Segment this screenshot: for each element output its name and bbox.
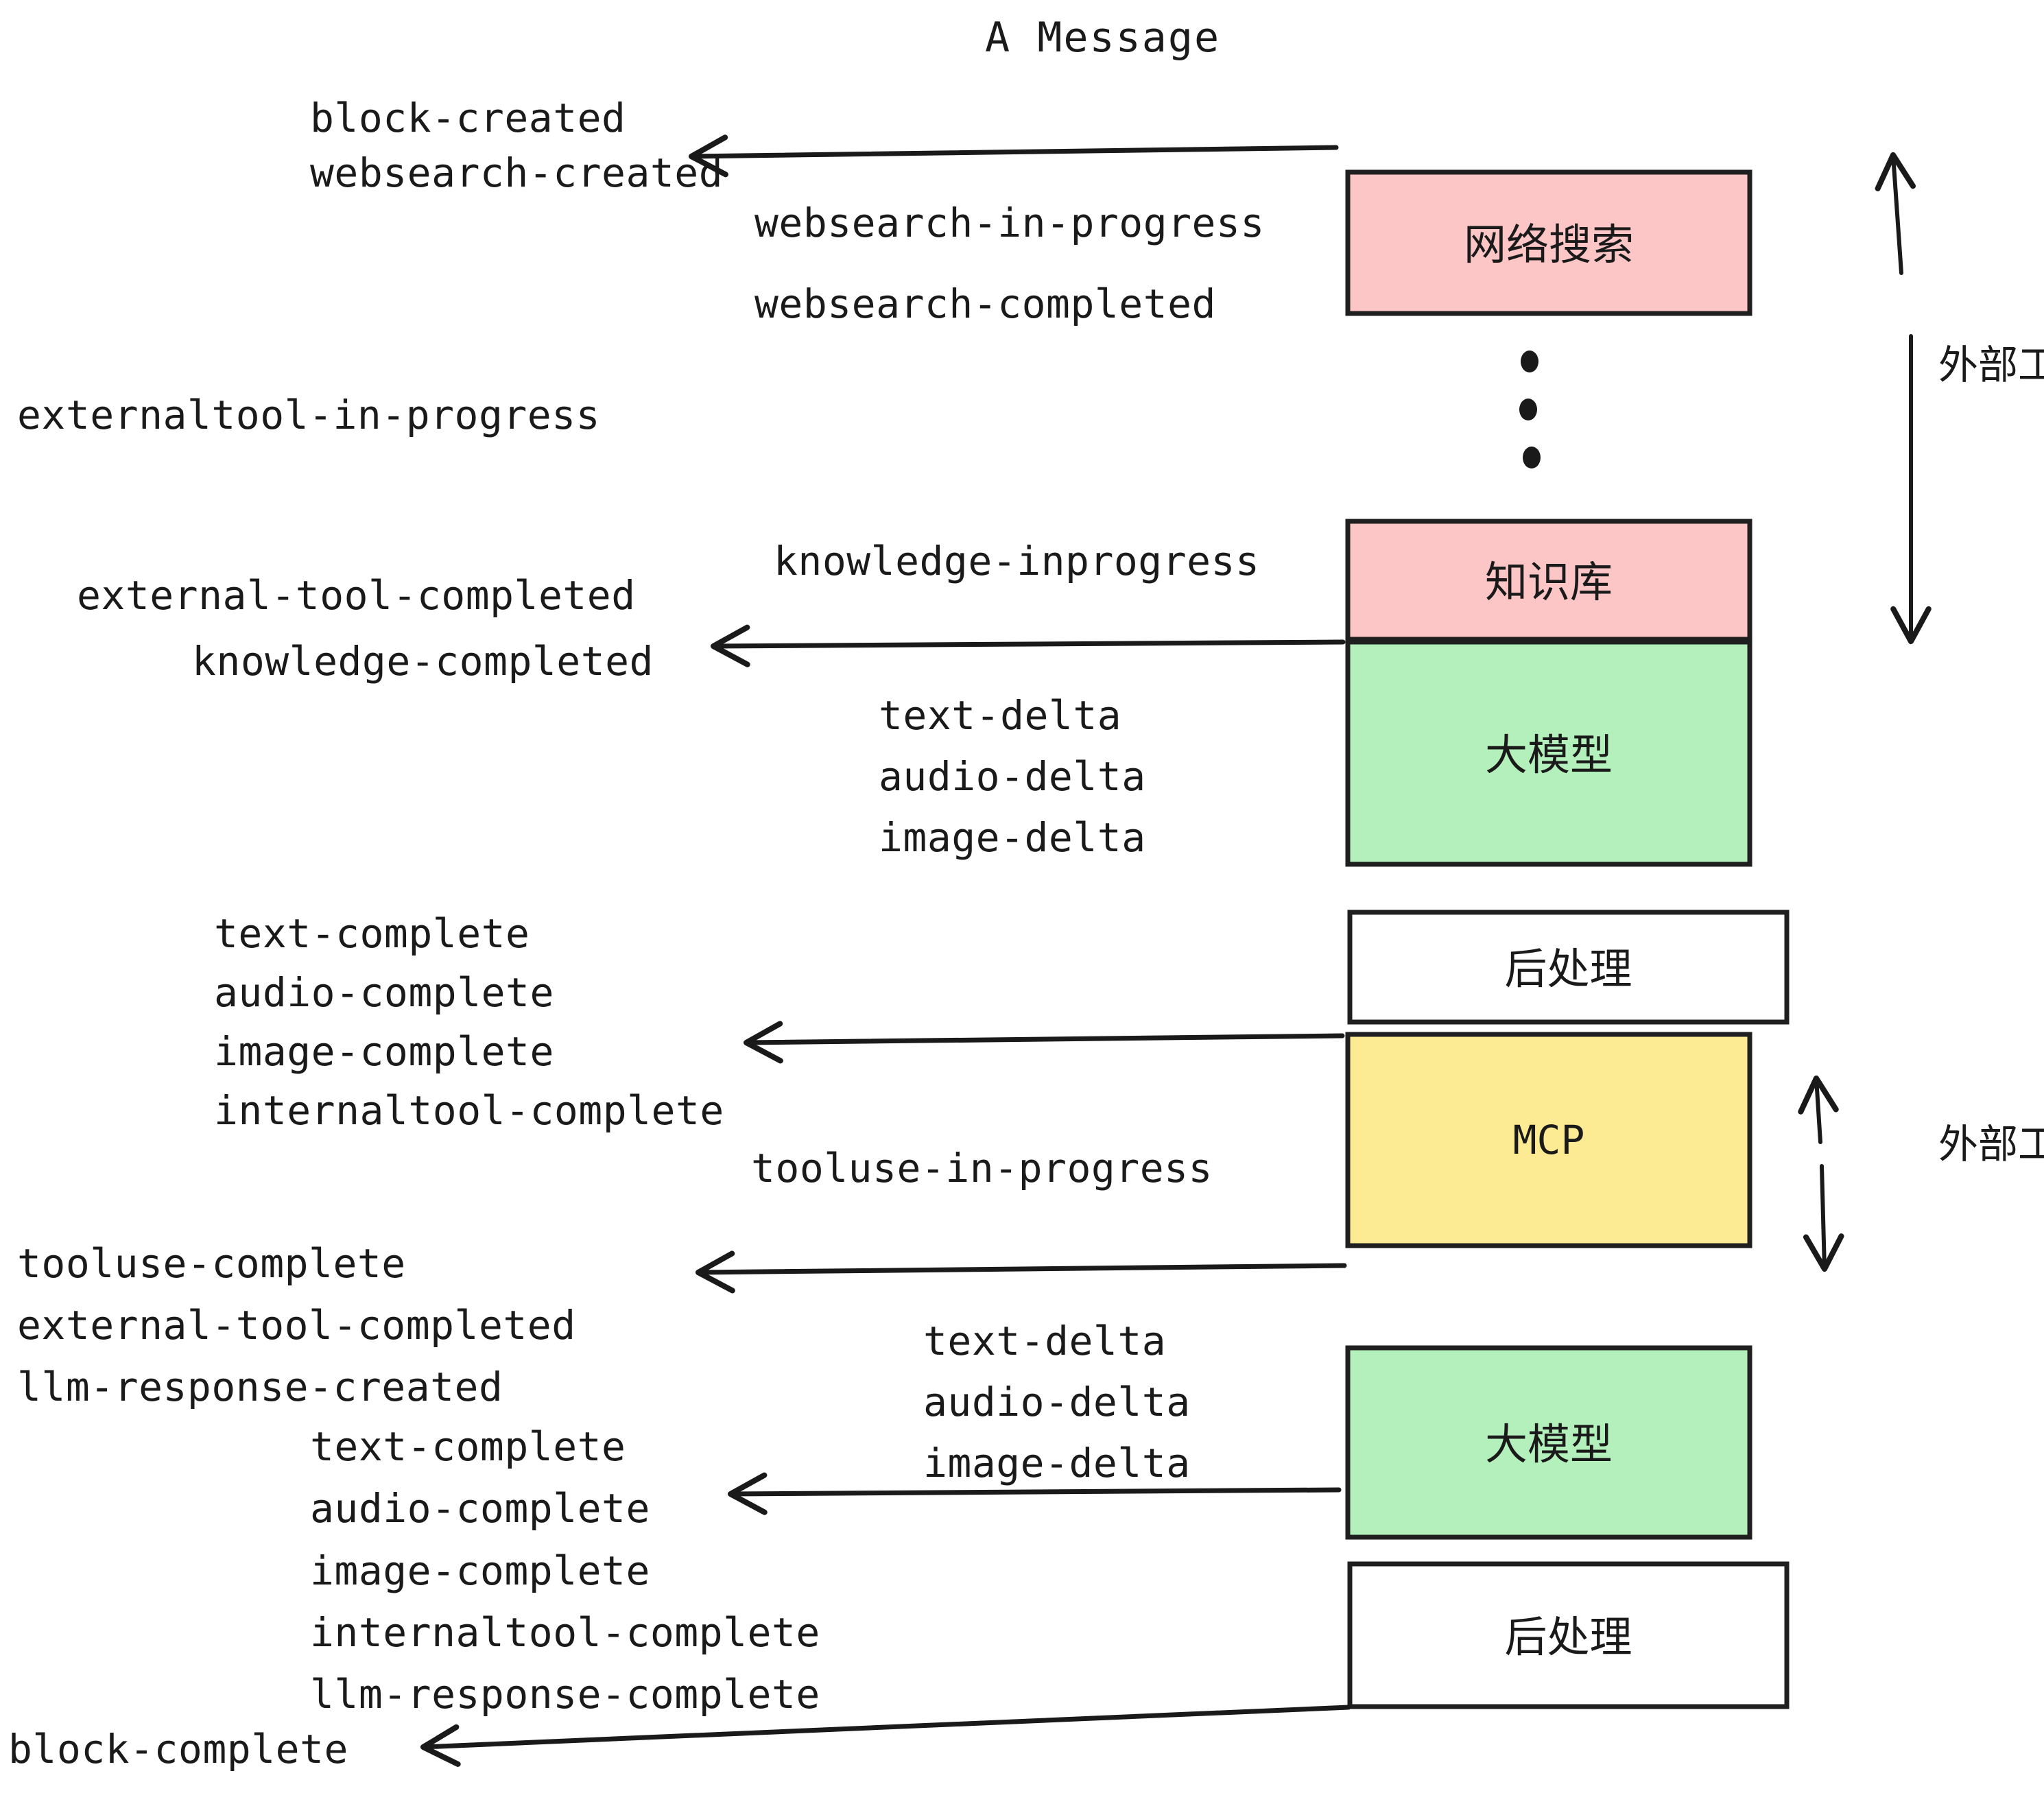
box-websearch: 网络搜索 xyxy=(1345,169,1752,316)
event-label-audio-delta: audio-delta xyxy=(923,1379,1191,1425)
event-label-text-complete: text-complete xyxy=(310,1423,626,1470)
box-rect-llm-2 xyxy=(1345,1345,1752,1540)
arrow-block-created xyxy=(688,134,1339,178)
box-postprocess-2: 后处理 xyxy=(1347,1561,1790,1709)
event-group-websearch-group: websearch-in-progress websearch-completed xyxy=(754,200,1265,327)
event-label-audio-delta: audio-delta xyxy=(879,753,1146,800)
event-label-internaltool-complete: internaltool-complete xyxy=(214,1087,724,1134)
ellipsis-dot-2 xyxy=(1519,399,1537,420)
event-label-image-complete: image-complete xyxy=(214,1028,554,1075)
event-label-text-delta: text-delta xyxy=(923,1318,1166,1364)
box-llm-1: 大模型 xyxy=(1345,639,1752,867)
event-label-tooluse-complete: tooluse-complete xyxy=(17,1240,406,1287)
ellipsis-dot-1 xyxy=(1521,351,1538,372)
event-group-knowledge-group: knowledge-inprogress external-tool-comple… xyxy=(77,538,1259,685)
event-group-complete-group-1: text-complete audio-complete image-complet… xyxy=(214,910,1213,1191)
box-llm-2: 大模型 xyxy=(1345,1345,1752,1540)
event-label-websearch-created: websearch-created xyxy=(310,150,723,196)
event-group-block-created-group: block-created websearch-created xyxy=(310,95,723,196)
event-label-audio-complete: audio-complete xyxy=(310,1485,650,1532)
box-rect-postprocess-2 xyxy=(1347,1561,1790,1709)
event-group-block-complete-group: block-complete xyxy=(8,1726,348,1772)
box-label-llm-1: 大模型 xyxy=(1485,730,1613,780)
event-label-tooluse-in-progress: tooluse-in-progress xyxy=(751,1145,1213,1191)
event-group-tooluse-group: tooluse-complete external-tool-completed l… xyxy=(17,1240,576,1410)
arrow-tooluse-complete xyxy=(695,1250,1347,1294)
arrow-block-complete xyxy=(420,1705,1351,1767)
arrow-up-external-tools xyxy=(1875,152,1916,275)
box-rect-llm-1 xyxy=(1345,639,1752,867)
event-label-text-complete: text-complete xyxy=(214,910,530,957)
arrow-image-complete xyxy=(743,1021,1345,1064)
box-label-llm-2: 大模型 xyxy=(1485,1419,1613,1469)
arrow-group xyxy=(420,134,1351,1767)
box-label-postprocess-2: 后处理 xyxy=(1504,1612,1632,1662)
box-rect-websearch xyxy=(1345,169,1752,316)
event-label-knowledge-inprogress: knowledge-inprogress xyxy=(774,538,1259,584)
event-label-text-delta: text-delta xyxy=(879,692,1121,739)
event-label-knowledge-completed: knowledge-completed xyxy=(192,638,654,685)
event-label-internaltool-complete: internaltool-complete xyxy=(310,1609,820,1656)
page-title: A Message xyxy=(985,14,1220,62)
arrow-down-mcp-tools xyxy=(1803,1164,1844,1272)
event-label-image-delta: image-delta xyxy=(879,814,1146,861)
side-label-external-tools-top: 外部工具 xyxy=(1938,342,2044,388)
arrow-up-mcp-tools xyxy=(1798,1075,1839,1144)
arrow-audio-complete xyxy=(727,1472,1342,1515)
event-label-block-complete: block-complete xyxy=(8,1726,348,1772)
event-label-audio-complete: audio-complete xyxy=(214,969,554,1016)
event-label-group: block-created websearch-created websearch-… xyxy=(8,95,1265,1772)
event-label-image-complete: image-complete xyxy=(310,1547,650,1594)
ellipsis-group xyxy=(1519,351,1541,468)
side-label-external-tools-bottom: 外部工具 xyxy=(1938,1121,2044,1167)
event-group-llm2-delta-group: text-delta audio-delta image-delta xyxy=(923,1318,1191,1486)
event-label-externaltool-in-progress: externaltool-in-progress xyxy=(17,392,600,438)
box-rect-mcp xyxy=(1345,1032,1752,1248)
box-label-postprocess-1: 后处理 xyxy=(1504,944,1632,994)
event-label-websearch-in-progress: websearch-in-progress xyxy=(754,200,1265,246)
event-group-llm1-delta-group: text-delta audio-delta image-delta xyxy=(879,692,1146,861)
box-rect-postprocess-1 xyxy=(1347,910,1790,1025)
ellipsis-dot-3 xyxy=(1523,447,1541,468)
event-label-websearch-completed: websearch-completed xyxy=(754,281,1216,327)
event-group-externaltool-group: externaltool-in-progress xyxy=(17,392,600,438)
event-label-block-created: block-created xyxy=(310,95,626,141)
vertical-arrow-group xyxy=(1798,152,1932,1272)
event-label-external-tool-completed: external-tool-completed xyxy=(77,572,636,619)
box-label-knowledgebase: 知识库 xyxy=(1485,557,1613,607)
box-mcp: MCP xyxy=(1345,1032,1752,1248)
box-knowledgebase: 知识库 xyxy=(1345,519,1752,642)
event-label-image-delta: image-delta xyxy=(923,1440,1191,1486)
event-label-llm-response-complete: llm-response-complete xyxy=(310,1671,820,1718)
side-label-group: 外部工具外部工具 xyxy=(1938,342,2044,1167)
event-group-complete-group-2: text-complete audio-complete image-complet… xyxy=(310,1423,820,1718)
event-label-external-tool-completed: external-tool-completed xyxy=(17,1302,576,1349)
box-postprocess-1: 后处理 xyxy=(1347,910,1790,1025)
box-rect-knowledgebase xyxy=(1345,519,1752,642)
box-label-websearch: 网络搜索 xyxy=(1464,219,1634,270)
box-label-mcp: MCP xyxy=(1513,1117,1585,1163)
event-label-llm-response-created: llm-response-created xyxy=(17,1364,503,1410)
arrow-knowledge-done xyxy=(710,624,1346,667)
